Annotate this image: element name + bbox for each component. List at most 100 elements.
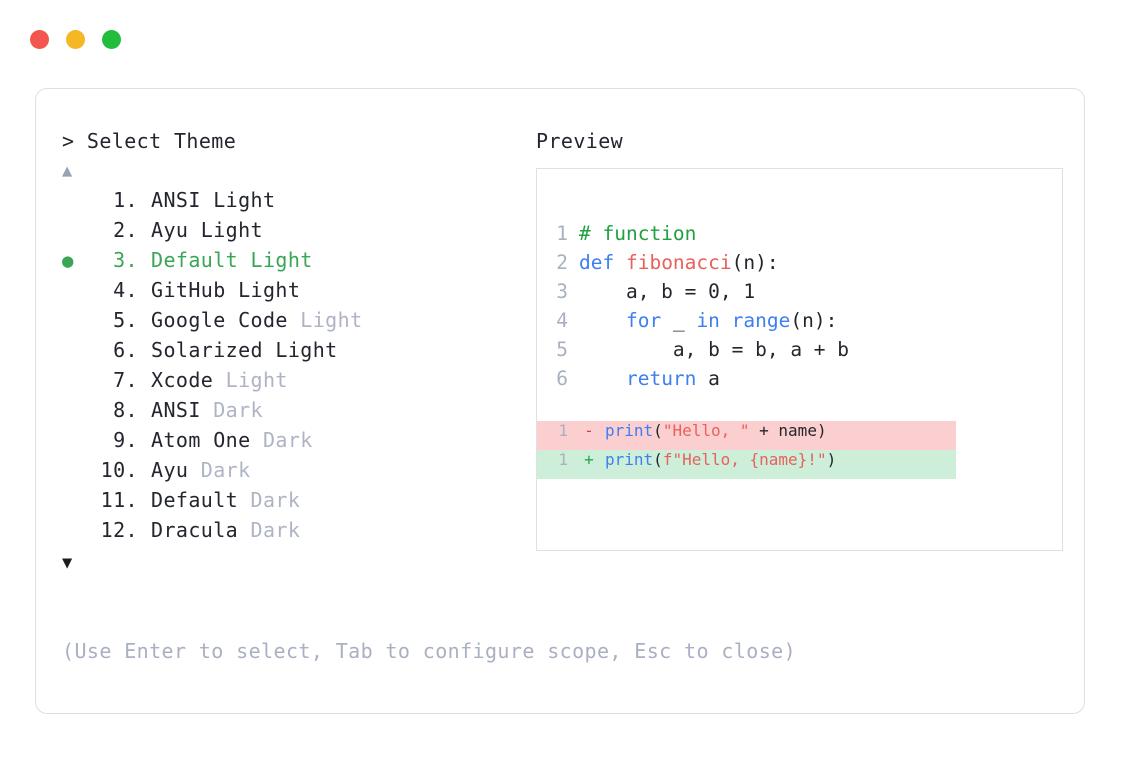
- theme-item-name: Xcode: [151, 368, 214, 392]
- code-line-text: for _ in range(n):: [579, 306, 837, 335]
- theme-list-item[interactable]: 11.Default Dark: [62, 485, 532, 515]
- theme-item-name: Default Light: [151, 248, 313, 272]
- code-token-plain: (: [653, 450, 663, 469]
- code-token-func: fibonacci: [625, 251, 732, 274]
- theme-list-item[interactable]: 6. Solarized Light: [62, 335, 532, 365]
- theme-item-index: 1.: [113, 188, 138, 212]
- code-token-plain: a, b = 0, 1: [579, 280, 756, 303]
- theme-item-index: 4.: [113, 278, 138, 302]
- code-token-comment: # function: [579, 222, 697, 245]
- theme-picker-panel: > Select Theme ▲ 1. ANSI Light 2.Ayu Light…: [35, 88, 1085, 714]
- theme-item-variant-badge: Dark: [188, 458, 251, 482]
- maximize-dot[interactable]: [102, 30, 121, 49]
- theme-item-index: 11.: [100, 488, 138, 512]
- code-token-plain: (: [653, 421, 663, 440]
- preview-label: Preview: [536, 129, 624, 153]
- code-line-text: def fibonacci(n):: [579, 248, 779, 277]
- page-title: > Select Theme: [62, 129, 237, 153]
- theme-item-name: ANSI: [151, 398, 201, 422]
- code-token-keyword: return: [625, 367, 697, 390]
- theme-select-column: > Select Theme ▲ 1. ANSI Light 2.Ayu Light…: [62, 127, 532, 575]
- scroll-up-icon[interactable]: ▲: [62, 161, 73, 181]
- theme-list-item[interactable]: 5. Google Code Light: [62, 305, 532, 335]
- code-token-string: f"Hello, {name}!": [662, 450, 827, 469]
- code-token-plain: a: [696, 367, 720, 390]
- code-token-keyword: for: [625, 309, 662, 332]
- code-token-plain: + name): [749, 421, 827, 440]
- diff-line-text: print("Hello, " + name): [605, 421, 827, 440]
- theme-list-item[interactable]: 12. Dracula Dark: [62, 515, 532, 545]
- theme-item-name: Ayu: [151, 458, 189, 482]
- code-token-keyword: print: [605, 450, 654, 469]
- code-token-plain: ): [826, 450, 837, 469]
- code-token-keyword: def: [579, 251, 626, 274]
- theme-item-index: 6.: [113, 338, 138, 362]
- theme-item-name: Solarized Light: [151, 338, 338, 362]
- theme-item-name: ANSI Light: [151, 188, 276, 212]
- code-token-plain: [579, 367, 626, 390]
- theme-item-index: 10.: [100, 458, 138, 482]
- code-line-number: 6: [556, 367, 568, 390]
- diff-line-del: 1-print("Hello, " + name): [537, 421, 956, 450]
- theme-item-variant-badge: Light: [287, 308, 363, 332]
- diff-line-number: 1: [558, 450, 568, 469]
- diff-line-number: 1: [558, 421, 568, 440]
- theme-item-index: 5.: [113, 308, 138, 332]
- code-token-plain: _: [661, 309, 697, 332]
- keyboard-help-text: (Use Enter to select, Tab to configure s…: [62, 639, 797, 663]
- theme-item-index: 8.: [113, 398, 138, 422]
- code-line-text: # function: [579, 219, 696, 248]
- code-line-text: a, b = b, a + b: [579, 335, 849, 364]
- code-line-text: a, b = 0, 1: [579, 277, 755, 306]
- theme-list-item[interactable]: 4. GitHub Light: [62, 275, 532, 305]
- code-line: 2 def fibonacci(n):: [537, 248, 1062, 277]
- theme-list-item[interactable]: 8.ANSI Dark: [62, 395, 532, 425]
- code-line-number: 4: [556, 309, 568, 332]
- code-token-plain: a, b = b, a + b: [579, 338, 850, 361]
- theme-item-name: Atom One: [151, 428, 251, 452]
- code-token-keyword: print: [605, 421, 654, 440]
- diff-line-text: print(f"Hello, {name}!"): [605, 450, 836, 469]
- code-line: 4 for _ in range(n):: [537, 306, 1062, 335]
- diff-sign-icon: -: [584, 421, 594, 440]
- code-line: 5 a, b = b, a + b: [537, 335, 1062, 364]
- theme-item-variant-badge: Light: [213, 368, 288, 392]
- code-line: 3 a, b = 0, 1: [537, 277, 1062, 306]
- code-line-text: return a: [579, 364, 720, 393]
- code-line-number: 1: [556, 222, 568, 245]
- theme-list-item[interactable]: 2.Ayu Light: [62, 215, 532, 245]
- close-dot[interactable]: [30, 30, 49, 49]
- code-token-string: "Hello, ": [662, 421, 750, 440]
- theme-list-item[interactable]: 1. ANSI Light: [62, 185, 532, 215]
- theme-item-variant-badge: Dark: [238, 518, 301, 542]
- theme-list-item[interactable]: 9.Atom One Dark: [62, 425, 532, 455]
- window-traffic-lights: [30, 30, 121, 49]
- diff-line-add: 1 + print(f"Hello, {name}!"): [537, 450, 956, 479]
- theme-item-name: GitHub Light: [151, 278, 301, 302]
- theme-item-index: 7.: [113, 368, 138, 392]
- code-token-plain: (n):: [731, 251, 779, 274]
- code-token-plain: [579, 309, 626, 332]
- code-token-keyword: in range: [696, 309, 791, 332]
- minimize-dot[interactable]: [66, 30, 85, 49]
- theme-item-name: Dracula: [151, 518, 239, 542]
- theme-list-item[interactable]: ●3.Default Light: [62, 245, 532, 275]
- code-line: 6 return a: [537, 364, 1062, 393]
- theme-list-item[interactable]: 7. Xcode Light: [62, 365, 532, 395]
- theme-item-name: Google Code: [151, 308, 288, 332]
- code-line-number: 2: [556, 251, 568, 274]
- theme-item-index: 12.: [100, 518, 138, 542]
- scroll-down-icon[interactable]: ▼: [62, 553, 73, 573]
- code-line-number: 3: [556, 280, 568, 303]
- theme-list-item[interactable]: 10. Ayu Dark: [62, 455, 532, 485]
- theme-item-index: 3.: [113, 248, 138, 272]
- diff-sign-icon: +: [584, 450, 594, 469]
- diff-sample: 1-print("Hello, " + name)1+print(f"Hello…: [537, 421, 1062, 479]
- theme-item-name: Ayu Light: [151, 218, 263, 242]
- code-line: 1 # function: [537, 219, 1062, 248]
- theme-item-variant-badge: Dark: [238, 488, 301, 512]
